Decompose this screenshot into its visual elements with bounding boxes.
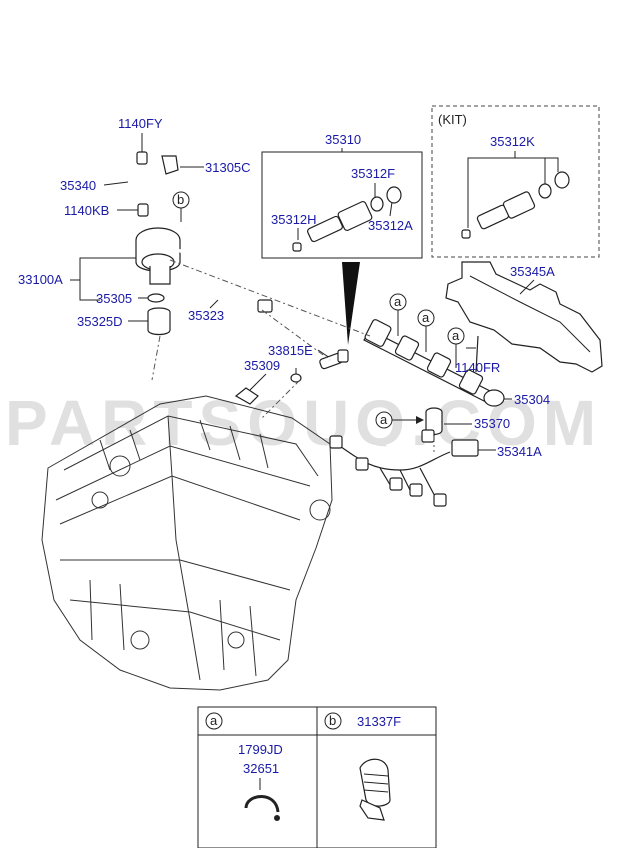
svg-text:a: a [380, 412, 388, 427]
pointer-wedge [342, 262, 360, 345]
clamp-32651 [244, 795, 280, 813]
label-35341A[interactable]: 35341A [497, 444, 542, 459]
label-35325D[interactable]: 35325D [77, 314, 123, 329]
oring-35305 [147, 293, 165, 303]
label-35312F[interactable]: 35312F [351, 166, 395, 181]
label-35304[interactable]: 35304 [514, 392, 550, 407]
label-35305[interactable]: 35305 [96, 291, 132, 306]
label-35370[interactable]: 35370 [474, 416, 510, 431]
svg-text:a: a [452, 328, 460, 343]
oring-35309 [290, 373, 302, 383]
tappet-35325D [147, 307, 171, 336]
svg-text:a: a [422, 310, 430, 325]
kit-injector [461, 171, 570, 239]
fuel-rail-35304 [363, 319, 505, 407]
engine-block [41, 395, 333, 691]
label-1140FR[interactable]: 1140FR [455, 360, 500, 375]
label-1140KB[interactable]: 1140KB [64, 203, 109, 218]
legend-part-1799JD[interactable]: 1799JD [238, 742, 283, 757]
sensor-31305C [161, 155, 179, 175]
label-35312A[interactable]: 35312A [368, 218, 413, 233]
label-31305C[interactable]: 31305C [205, 160, 251, 175]
harness-35341A [329, 429, 479, 507]
label-35310[interactable]: 35310 [325, 132, 361, 147]
kit-label: (KIT) [438, 112, 467, 127]
clip-31337F [359, 758, 391, 821]
bolt-1140FR [475, 335, 479, 373]
svg-text:a: a [394, 294, 402, 309]
label-35312K[interactable]: 35312K [490, 134, 535, 149]
clip-35309 [234, 387, 259, 405]
label-35312H[interactable]: 35312H [271, 212, 317, 227]
label-35323[interactable]: 35323 [188, 308, 224, 323]
label-35309[interactable]: 35309 [244, 358, 280, 373]
bolt-1140KB [137, 203, 149, 217]
sensor-35370 [425, 407, 443, 436]
legend-part-32651[interactable]: 32651 [243, 761, 279, 776]
legend-letter-b: b [329, 713, 336, 728]
bolt-1140FY [136, 151, 148, 165]
kit-box [431, 105, 600, 258]
injector-box [261, 151, 423, 259]
box-injector [292, 186, 402, 252]
legend-part-31337F[interactable]: 31337F [357, 714, 401, 729]
cover-35345A [445, 261, 603, 373]
svg-text:b: b [177, 192, 184, 207]
label-33815E[interactable]: 33815E [268, 343, 313, 358]
pressure-sensor-33815E [319, 349, 349, 370]
label-35345A[interactable]: 35345A [510, 264, 555, 279]
legend-letter-a: a [210, 713, 218, 728]
label-33100A[interactable]: 33100A [18, 272, 63, 287]
label-1140FY[interactable]: 1140FY [118, 116, 163, 131]
legend-table: a b 31337F 1799JD 32651 [197, 706, 437, 848]
fuel-pump-33100A [135, 227, 273, 313]
label-35340[interactable]: 35340 [60, 178, 96, 193]
